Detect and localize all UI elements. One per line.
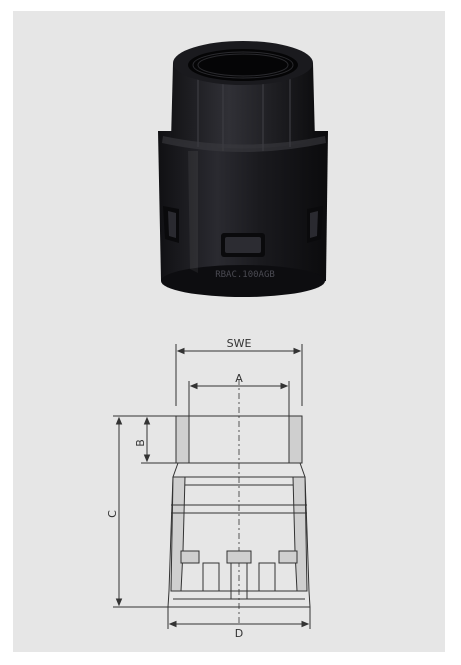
label-b: B	[134, 439, 147, 447]
product-card: RBAC.100AGB	[13, 11, 445, 652]
hex-nut	[171, 63, 315, 149]
label-swe: SWE	[227, 337, 252, 350]
coupling-base	[161, 265, 325, 297]
product-photo: RBAC.100AGB	[158, 41, 328, 297]
product-imprint: RBAC.100AGB	[215, 270, 275, 280]
label-d: D	[235, 627, 243, 640]
label-c: C	[106, 510, 119, 518]
label-a: A	[235, 372, 243, 385]
technical-drawing: SWE A B C D	[106, 337, 311, 640]
coupling-body	[158, 131, 328, 291]
section-outline	[167, 415, 311, 608]
